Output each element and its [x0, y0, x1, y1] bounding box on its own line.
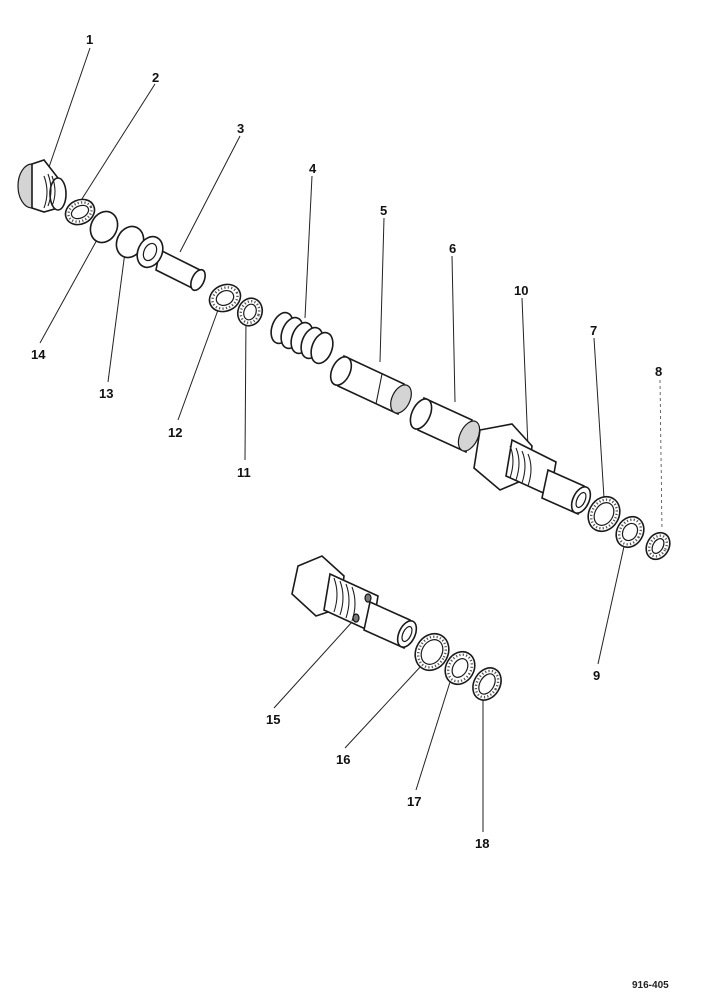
callout-6: 6: [449, 241, 456, 256]
part-10-valve-body: [473, 423, 592, 516]
callout-14: 14: [31, 347, 46, 362]
callout-11: 11: [237, 465, 251, 480]
part-5-piston: [329, 354, 412, 416]
figure-reference-code: 916-405: [632, 980, 669, 991]
callout-2: 2: [152, 70, 159, 85]
callout-9: 9: [593, 668, 600, 683]
part-12-washer: [208, 283, 242, 313]
part-4-spring: [270, 311, 334, 365]
callout-10: 10: [514, 283, 528, 298]
part-14-o-ring: [89, 210, 119, 244]
part-2-washer: [64, 198, 96, 226]
callout-1: 1: [86, 32, 93, 47]
part-18-washer: [472, 667, 502, 701]
callout-labels: 1 2 3 4 5 6 7 8 9 10 11 12 13 14 15 16 1…: [31, 32, 662, 851]
part-15-relief-valve: [291, 555, 418, 650]
leader-lines: [39, 47, 663, 832]
callout-8: 8: [655, 364, 662, 379]
callout-3: 3: [237, 121, 244, 136]
part-8-washer: [645, 531, 671, 561]
callout-13: 13: [99, 386, 113, 401]
callout-16: 16: [336, 752, 350, 767]
callout-4: 4: [309, 161, 317, 176]
part-11-washer: [236, 297, 264, 327]
callout-12: 12: [168, 425, 182, 440]
part-9-washer: [615, 515, 645, 549]
callout-17: 17: [407, 794, 421, 809]
part-3-stem: [136, 235, 206, 292]
callout-15: 15: [266, 712, 280, 727]
part-17-washer: [444, 650, 476, 686]
callout-7: 7: [590, 323, 597, 338]
callout-18: 18: [475, 836, 489, 851]
part-1-plug: [17, 159, 67, 213]
part-6-sleeve: [409, 396, 481, 454]
part-16-washer: [414, 632, 450, 672]
part-7-washer: [587, 495, 621, 533]
callout-5: 5: [380, 203, 387, 218]
